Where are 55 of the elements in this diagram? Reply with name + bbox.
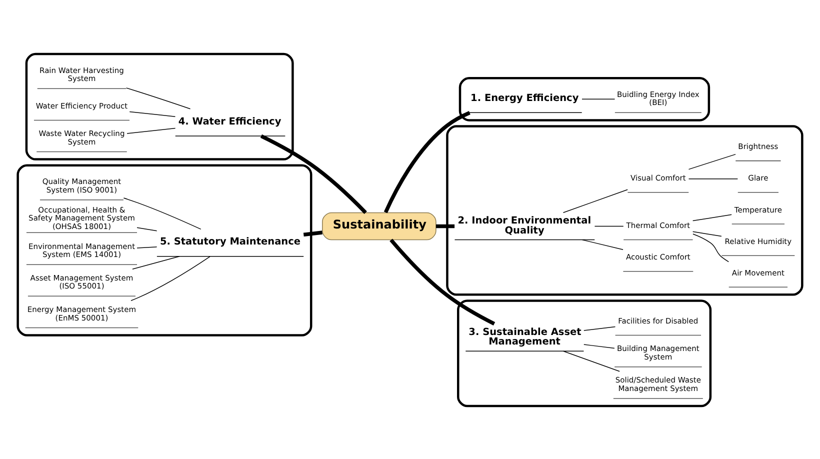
- node-text: Air Movement: [732, 268, 784, 277]
- connector: [582, 238, 624, 250]
- node-text: Buidling Energy Index (BEI): [617, 89, 700, 107]
- connector: [384, 110, 470, 213]
- connector: [562, 188, 628, 213]
- node-text: 2. Indoor Environmental Quality: [458, 215, 592, 236]
- connector: [136, 226, 158, 231]
- node-text: 3. Sustainable Asset Management: [468, 326, 582, 348]
- node-text: Occupational, Health & Safety Management System (OHSAS 18001): [28, 204, 135, 230]
- connector: [123, 197, 202, 230]
- node-text: Waste Water Recycling System: [38, 128, 125, 146]
- cluster: [25, 52, 294, 160]
- connector: [562, 350, 620, 372]
- node-box: Sustainability: [322, 212, 436, 240]
- node-text: Thermal Comfort: [626, 220, 690, 230]
- connector: [436, 224, 455, 228]
- connector: [692, 230, 722, 236]
- node-text: Energy Management System (EnMS 50001): [27, 304, 136, 322]
- node-text: Building Management System: [616, 344, 700, 361]
- connector: [129, 110, 176, 116]
- node-text: 5. Statutory Maintenance: [160, 236, 301, 248]
- node-text: Environmental Management System (EMS 14001): [28, 241, 136, 259]
- node-text: Relative Humidity: [724, 236, 792, 246]
- node-text: Visual Comfort: [630, 173, 686, 182]
- node-text: Rain Water Harvesting System: [40, 65, 124, 83]
- node-text: Facilities for Disabled: [618, 316, 698, 326]
- connector: [132, 256, 180, 269]
- node-text: Temperature: [734, 204, 782, 214]
- connector: [594, 225, 624, 226]
- connector: [584, 344, 615, 348]
- node-text: 1. Energy Efficiency: [470, 92, 579, 104]
- node-text: Water Efficiency Product: [36, 101, 128, 110]
- connector: [688, 153, 736, 170]
- connector: [390, 238, 496, 326]
- connector: [582, 98, 616, 100]
- node-text: Solid/Scheduled Waste Management System: [615, 375, 701, 392]
- connector: [692, 214, 732, 221]
- cluster: [457, 299, 712, 407]
- node-text: Glare: [748, 173, 768, 182]
- connector: [584, 326, 616, 330]
- cluster: [458, 76, 710, 121]
- connector: [688, 178, 738, 179]
- connector: [130, 256, 210, 300]
- connector: [136, 246, 158, 248]
- node-text: Quality Management System (ISO 9001): [42, 176, 122, 194]
- node-text: Brightness: [738, 142, 778, 151]
- node-text: 4. Water Efficiency: [178, 116, 282, 127]
- node-text: Asset Management System (ISO 55001): [30, 272, 134, 290]
- connector: [126, 87, 191, 109]
- node-text: Acoustic Comfort: [626, 252, 690, 262]
- connector: [303, 230, 322, 236]
- cluster: [16, 164, 312, 336]
- connector: [126, 127, 176, 134]
- cluster: [446, 124, 804, 296]
- connector: [692, 233, 730, 262]
